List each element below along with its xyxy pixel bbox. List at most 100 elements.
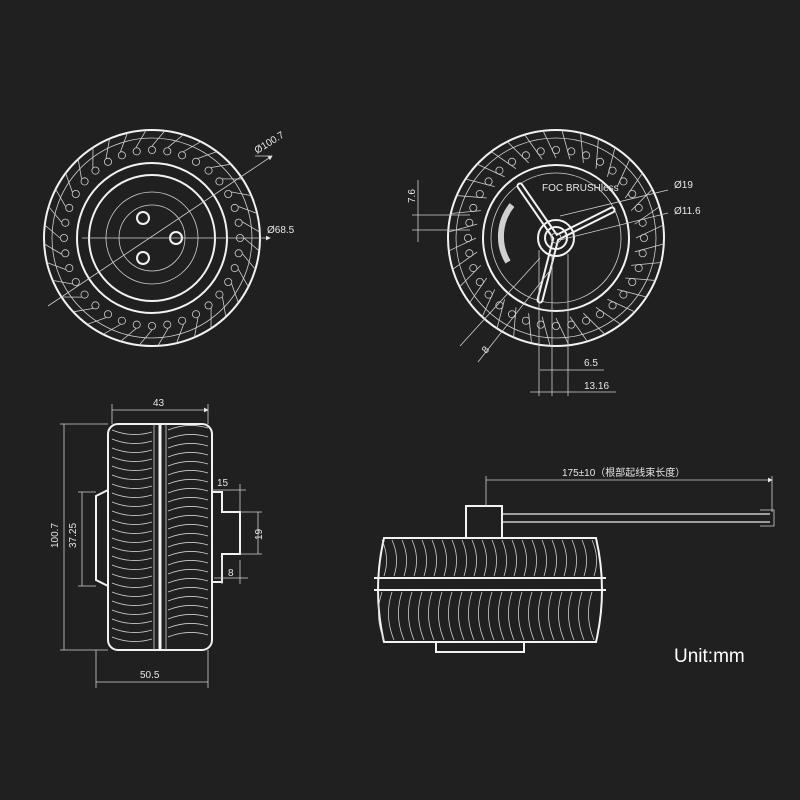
front-tread-pattern [43,129,261,347]
tread-hole [507,310,516,319]
tread-groove [111,528,153,534]
tread-hole [117,151,126,160]
tread-groove [498,591,505,641]
tread-hole [71,277,80,286]
tread-groove [157,328,169,347]
tread-groove [468,591,475,641]
tread-groove [458,591,465,641]
tread-groove [111,600,153,606]
tread-groove [438,591,445,641]
tread-groove [44,224,61,239]
cable-length-label: 175±10（根部起线束长度） [562,466,685,479]
tread-groove [465,178,495,187]
shaft-width-label: 6.5 [584,358,598,369]
tread-hole [71,189,80,198]
tread-groove [167,542,209,548]
tread-groove [111,636,153,642]
tread-groove [120,132,128,152]
tread-hole [628,277,637,286]
tread-groove [568,591,575,641]
tread-hole [80,177,89,186]
shaft-outer-label: Ø19 [674,180,693,191]
tread-groove [542,130,557,159]
tread-groove [111,537,153,543]
tread-groove [105,138,110,159]
tread-hole [147,145,156,154]
tread-hole [132,320,141,329]
tread-groove [243,237,260,252]
tread-groove [398,591,405,641]
tread-hole [475,277,484,286]
tread-groove [52,280,73,285]
tread-groove [167,134,184,148]
tread-hole [204,301,213,310]
tread-groove [111,456,153,462]
tread-groove [538,591,545,641]
tread-groove [111,483,153,489]
angle-dim-label: 8 [480,344,492,356]
tread-groove [102,324,121,335]
bolt-hole [136,251,150,265]
side-view: 43 100.7 37.25 15 19 8 50.5 [50,398,265,688]
tread-groove [167,596,209,602]
tread-hole [204,166,213,175]
tread-hole [224,277,233,286]
tread-groove [151,130,166,147]
tread-groove [167,470,209,476]
brand-text: FOC BRUSHless [542,183,619,194]
tread-hole [521,316,530,325]
tread-groove [452,251,478,270]
tread-groove [481,289,496,317]
cable-view: 175±10（根部起线束长度） [374,466,775,653]
tread-groove [580,132,584,163]
tread-hole [65,203,74,212]
tread-groove [624,172,643,199]
shaft-total-label: 13.16 [584,381,609,392]
tread-groove [451,539,457,577]
tread-hole [215,177,224,186]
tread-groove [167,461,209,467]
tread-hole [91,301,100,310]
tread-groove [501,539,507,577]
tread-groove [607,147,616,177]
tread-groove [561,539,567,577]
tread-hole [469,203,478,212]
tread-groove [595,138,599,169]
tread-hole [634,203,643,212]
tread-hole [230,203,239,212]
tread-groove [616,159,631,187]
tread-hole [465,249,474,258]
tread-hole [104,310,113,319]
tread-hole [132,147,141,156]
tread-hole [117,316,126,325]
tread-groove [211,163,231,168]
tread-groove [238,269,249,288]
tread-hole [469,264,478,273]
tread-groove [111,438,153,444]
tread-groove [111,474,153,480]
tread-groove [561,130,571,160]
outer-diameter-label: Ø100.7 [253,130,287,157]
tread-groove [73,308,93,313]
tread-groove [508,591,515,641]
tread-groove [167,515,209,521]
tread-hole [628,189,637,198]
tread-groove [477,163,505,178]
tread-groove [459,265,482,288]
tread-groove [401,539,407,577]
tread-groove [46,262,66,270]
tread-hole [536,147,545,156]
tread-groove [448,237,477,252]
tread-groove [450,210,481,214]
tread-groove [138,329,153,346]
tread-groove [111,492,153,498]
tread-groove [222,297,227,317]
tread-hole [163,320,172,329]
tread-hole [65,264,74,273]
tread-hole [634,264,643,273]
tread-hole [215,290,224,299]
tread-groove [111,510,153,516]
tread-groove [408,591,415,641]
tread-groove [625,277,656,281]
tread-groove [511,539,517,577]
